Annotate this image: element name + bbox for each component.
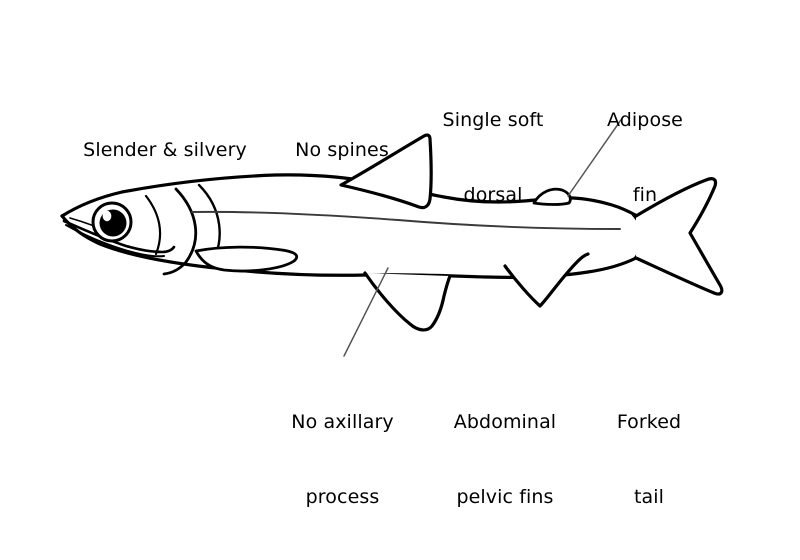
label-line: No spines <box>295 139 389 161</box>
label-line: fin <box>632 184 658 206</box>
label-abdominal-pelvic-fins: Abdominal pelvic fins <box>447 360 563 560</box>
label-no-axillary-process: No axillary process <box>285 360 400 560</box>
label-line: No axillary <box>291 411 394 433</box>
label-line: process <box>305 486 380 508</box>
adipose-fin <box>532 187 572 206</box>
leader-lines-group <box>343 116 624 357</box>
anal-fin <box>363 271 452 332</box>
mouth-jaw-line <box>62 219 176 254</box>
label-no-spines: No spines <box>292 88 392 213</box>
lateral-line <box>191 210 621 230</box>
no-axillary-process-leader-line <box>343 267 389 357</box>
lower-jaw-line <box>65 224 165 258</box>
label-adipose-fin: Adipose fin <box>600 58 690 258</box>
label-line: pelvic fins <box>456 486 554 508</box>
label-single-soft-dorsal: Single soft dorsal <box>437 58 549 258</box>
eye-highlight <box>102 210 112 222</box>
label-line: Abdominal <box>453 411 557 433</box>
dorsal-fin <box>339 133 433 210</box>
fish-diagram: Slender & silvery No spines Single soft … <box>60 58 724 508</box>
pelvic-fin <box>503 252 590 308</box>
fish-illustration <box>60 116 724 357</box>
label-line: Slender & silvery <box>83 139 247 161</box>
label-line: tail <box>633 486 665 508</box>
label-line: Single soft <box>442 109 544 131</box>
operculum-curve-front <box>144 194 162 256</box>
label-line: Forked <box>616 411 682 433</box>
eye-group <box>91 201 133 243</box>
pectoral-fin <box>194 245 299 273</box>
label-line: dorsal <box>463 184 523 206</box>
label-forked-tail: Forked tail <box>609 360 689 560</box>
adipose-fin-leader-line <box>567 116 624 197</box>
operculum-curve-main <box>162 187 198 276</box>
caudal-fin <box>634 177 724 296</box>
label-line: Adipose <box>607 109 683 131</box>
label-slender-silvery: Slender & silvery <box>80 88 250 213</box>
